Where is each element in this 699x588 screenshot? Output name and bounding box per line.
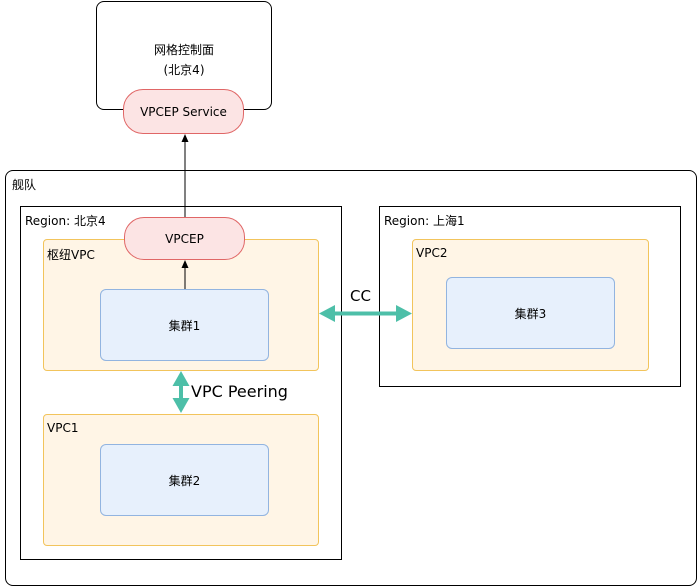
- cc-label: CC: [350, 287, 371, 305]
- vpc-peering-label: VPC Peering: [191, 382, 288, 401]
- mesh-control-plane-title: 网格控制面 (北京4): [97, 40, 271, 80]
- vpcep-service-node: VPCEP Service: [123, 89, 244, 134]
- vpc-peering-double-arrow: [172, 371, 190, 413]
- mesh-control-plane-name: 网格控制面: [153, 43, 214, 57]
- cc-double-arrow: [319, 305, 412, 322]
- cluster-3: 集群3: [446, 277, 615, 349]
- cluster-1-label: 集群1: [168, 318, 201, 333]
- vpc2-label: VPC2: [416, 246, 448, 260]
- cluster-2-label: 集群2: [168, 473, 201, 488]
- cluster-1: 集群1: [100, 289, 269, 361]
- cluster-2: 集群2: [100, 444, 269, 516]
- vpcep-service-label: VPCEP Service: [140, 104, 227, 119]
- mesh-control-plane-region: (北京4): [163, 63, 205, 77]
- region-shanghai-label: Region: 上海1: [384, 214, 465, 228]
- vpcep-label: VPCEP: [165, 231, 204, 246]
- vpcep-node: VPCEP: [124, 217, 245, 260]
- vpcep-to-service-arrowhead: [181, 134, 189, 142]
- cluster-3-label: 集群3: [514, 306, 547, 321]
- region-beijing-label: Region: 北京4: [25, 214, 106, 228]
- fleet-label: 舰队: [12, 178, 37, 192]
- vpc1-label: VPC1: [47, 421, 79, 435]
- hub-vpc-label: 枢纽VPC: [47, 248, 95, 262]
- cluster1-to-vpcep-arrowhead: [181, 260, 189, 268]
